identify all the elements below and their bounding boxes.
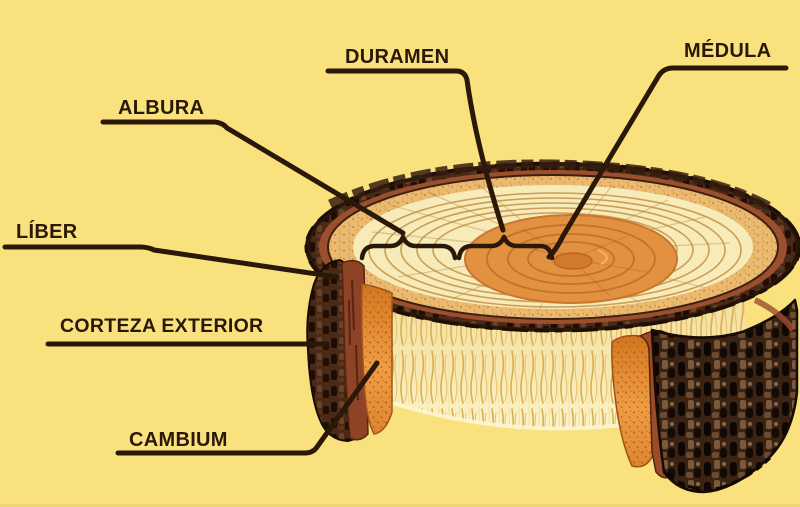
lead-line-duramen (325, 68, 506, 233)
bark-top-texture (328, 159, 775, 212)
trunk-illustration (304, 159, 800, 494)
label-corteza-exterior: CORTEZA EXTERIOR (60, 315, 263, 337)
label-cambium: CAMBIUM (129, 429, 228, 451)
labels: ALBURA DURAMEN MÉDULA LÍBER CORTEZA EXTE… (16, 39, 771, 451)
wedge-sapwood-speckles (611, 335, 654, 467)
pith-highlight (597, 248, 608, 266)
label-duramen: DURAMEN (345, 46, 449, 68)
lead-line-cambium (115, 360, 380, 456)
left-cut-section (306, 259, 393, 442)
bottom-edge-strip (0, 504, 800, 507)
label-liber: LÍBER (16, 220, 78, 243)
lead-line-albura (100, 119, 406, 236)
lead-line-medula (546, 65, 789, 260)
cambium-speckles (361, 284, 392, 434)
right-bark-wedge (611, 297, 799, 494)
wedge-outer-bark (650, 298, 799, 494)
label-medula: MÉDULA (684, 39, 771, 62)
brace-albura (359, 234, 458, 261)
brace-duramen (456, 234, 555, 261)
wedge-liber-rim (753, 297, 796, 332)
lead-line-liber (2, 244, 340, 280)
label-albura: ALBURA (118, 97, 204, 119)
pith-center (553, 252, 593, 270)
trunk-top-surface (304, 159, 800, 333)
wedge-rough-bottom (663, 456, 772, 491)
leader-lines (2, 65, 789, 456)
heartwood (464, 214, 678, 304)
